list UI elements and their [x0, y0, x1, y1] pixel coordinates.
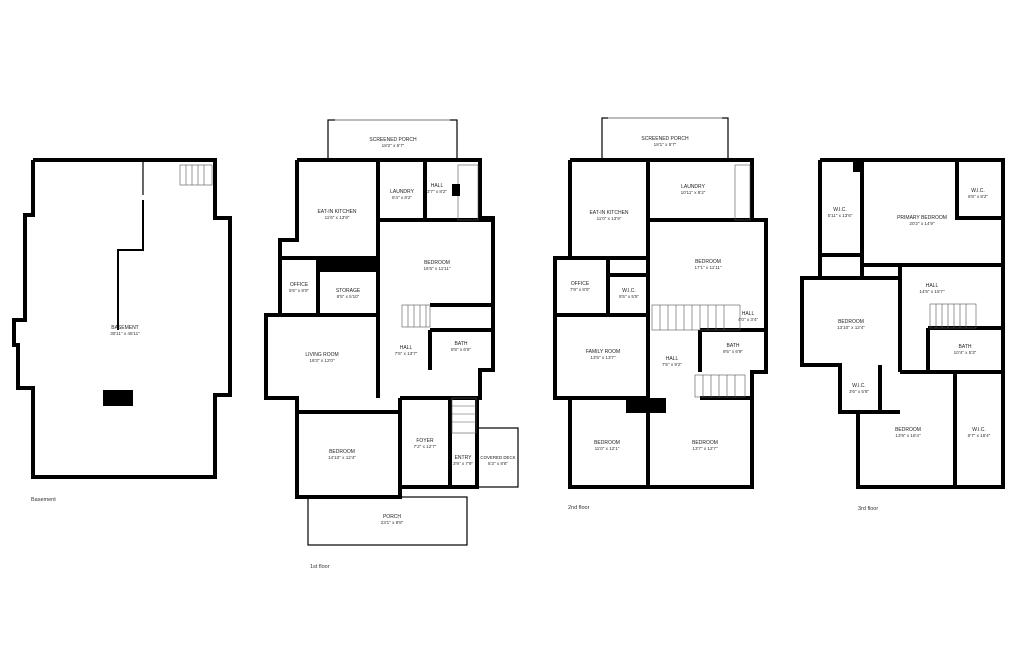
room-name: PORCH: [383, 514, 401, 520]
room-name: W.I.C.: [972, 427, 986, 433]
third-floor-plan: W.I.C.5'11" x 13'6" PRIMARY BEDROOM20'2"…: [800, 158, 1005, 512]
room-name: W.I.C.: [622, 288, 636, 294]
room-name: BEDROOM: [895, 427, 921, 433]
room-dims: 11'0" x 13'9": [597, 216, 622, 221]
room-name: HALL: [742, 311, 755, 317]
stairs-icon: [929, 303, 977, 329]
room-dims: 3'7" x 8'2": [427, 189, 447, 194]
room-dims: 7'5" x 13'7": [395, 351, 418, 356]
room-name: SCREENED PORCH: [641, 136, 689, 142]
room-name: BEDROOM: [838, 319, 864, 325]
room-name: COVERED DECK: [480, 455, 515, 460]
room-dims: 14'5" x 15'7": [919, 289, 945, 294]
room-name: BATH: [727, 343, 740, 349]
room-dims: 7'8" x 8'0": [570, 287, 590, 292]
room-name: BEDROOM: [695, 259, 721, 265]
room-name: LIVING ROOM: [305, 352, 338, 358]
floor-label: 1st floor: [310, 564, 330, 570]
room-dims: 6'8" x 8'2": [968, 194, 988, 199]
floor-label: 2nd floor: [568, 505, 590, 511]
room-name: PRIMARY BEDROOM: [897, 215, 947, 221]
room-name: BEDROOM: [329, 449, 355, 455]
room-dims: 13'5" x 13'7": [590, 355, 616, 360]
room-name: BEDROOM: [692, 440, 718, 446]
room-name: W.I.C.: [833, 207, 847, 213]
room-dims: 13'7" x 12'7": [692, 446, 718, 451]
room-dims: 13'9" x 16'4": [895, 433, 921, 438]
room-dims: 18'2" x 5'7": [382, 143, 405, 148]
room-dims: 3'9" x 7'9": [453, 461, 473, 466]
room-name: HALL: [431, 183, 444, 189]
stairs-icon: [401, 164, 479, 434]
room-name: BATH: [455, 341, 468, 347]
room-name: BEDROOM: [594, 440, 620, 446]
room-name: HALL: [926, 283, 939, 289]
room-dims: 14'10" x 12'4": [328, 455, 356, 460]
room-dims: 5'5" x 5'5": [619, 294, 639, 299]
room-dims: 10'4" x 5'3": [954, 350, 977, 355]
room-name: HALL: [666, 356, 679, 362]
room-name: LAUNDRY: [681, 184, 705, 190]
room-dims: 10'11" x 8'2": [681, 190, 706, 195]
chimney-block: [103, 390, 133, 406]
room-name: HALL: [400, 345, 413, 351]
room-name: ENTRY: [455, 455, 473, 461]
floor-label: Basement: [31, 497, 56, 503]
room-dims: 16'5" x 11'11": [423, 266, 450, 271]
room-name: OFFICE: [290, 282, 309, 288]
room-dims: 6'4" x 8'2": [392, 195, 412, 200]
room-dims: 5'11" x 13'6": [828, 213, 853, 218]
room-dims: 11'6" x 13'9": [325, 215, 350, 220]
room-dims: 4'0" x 3'4": [738, 317, 758, 322]
room-name: EAT-IN KITCHEN: [589, 210, 628, 216]
room-dims: 23'1" x 8'8": [381, 520, 404, 525]
room-name: BATH: [959, 344, 972, 350]
room-dims: 7'5" x 9'2": [662, 362, 682, 367]
room-name: W.I.C.: [852, 383, 866, 389]
room-dims: 5'6" x 8'0": [289, 288, 309, 293]
room-dims: 8'5" x 5'10": [337, 294, 360, 299]
room-dims: 17'1" x 11'11": [694, 265, 721, 270]
basement-plan: BASEMENT 30'11" x 45'11" Basement: [12, 158, 232, 503]
room-dims: 3'6" x 5'8": [849, 389, 869, 394]
room-dims: 8'8" x 6'6": [451, 347, 471, 352]
stairs-icon: [651, 164, 751, 398]
room-name: SCREENED PORCH: [369, 137, 417, 143]
floor-label: 3rd floor: [858, 506, 878, 512]
room-name: BASEMENT: [111, 325, 139, 331]
room-dims: 7'2" x 12'7": [414, 444, 437, 449]
room-name: EAT-IN KITCHEN: [317, 209, 356, 215]
room-name: BEDROOM: [424, 260, 450, 266]
room-name: STORAGE: [336, 288, 361, 294]
room-name: LAUNDRY: [390, 189, 414, 195]
room-dims: 6'7" x 16'4": [968, 433, 991, 438]
room-name: OFFICE: [571, 281, 590, 287]
room-dims: 11'0" x 12'1": [595, 446, 620, 451]
room-dims: 5'3" x 8'6": [488, 461, 508, 466]
room-labels: W.I.C.5'11" x 13'6" PRIMARY BEDROOM20'2"…: [828, 188, 991, 438]
room-dims: 13'10" x 12'4": [837, 325, 865, 330]
room-name: FOYER: [416, 438, 434, 444]
room-dims: 18'1" x 5'7": [654, 142, 677, 147]
stairs-icon: [179, 164, 213, 186]
room-name: FAMILY ROOM: [586, 349, 620, 355]
room-dims: 20'2" x 14'9": [909, 221, 935, 226]
room-name: W.I.C.: [971, 188, 985, 194]
room-dims: 30'11" x 45'11": [110, 331, 140, 336]
room-dims: 16'3" x 12'0": [309, 358, 335, 363]
room-dims: 9'5" x 6'9": [723, 349, 743, 354]
